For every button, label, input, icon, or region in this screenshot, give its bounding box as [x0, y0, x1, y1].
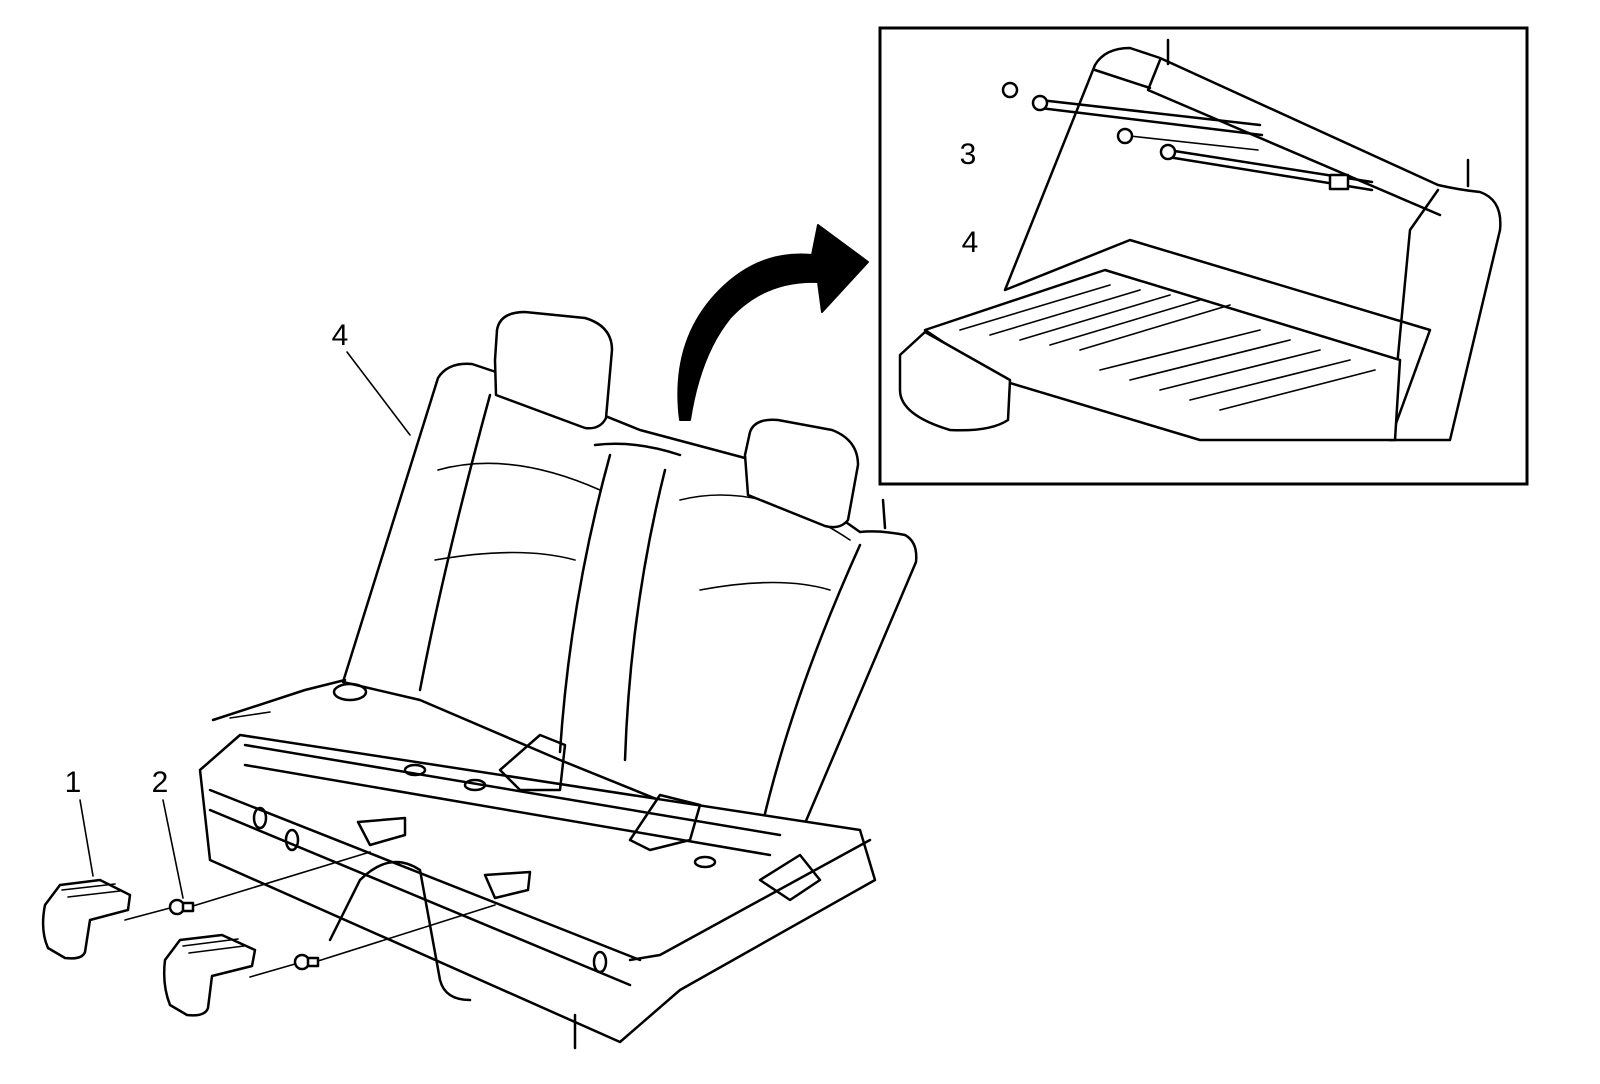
- callout-1: 1: [65, 766, 82, 799]
- installation-lines: [124, 851, 496, 978]
- bolt-2b: [293, 953, 320, 971]
- bolt-2a: [168, 898, 195, 916]
- callout-2: 2: [152, 766, 169, 799]
- trim-cover-1: [41, 878, 132, 960]
- trim-cover-1b: [162, 933, 257, 1017]
- seat-frame: [198, 678, 877, 1050]
- rear-bench-seat: [341, 310, 918, 847]
- detail-inset: [878, 26, 1529, 486]
- callout-4-main: 4: [332, 319, 349, 352]
- arrow-icon: [677, 224, 869, 421]
- callout-3-inset: 3: [960, 138, 977, 171]
- callout-4-inset: 4: [962, 226, 979, 259]
